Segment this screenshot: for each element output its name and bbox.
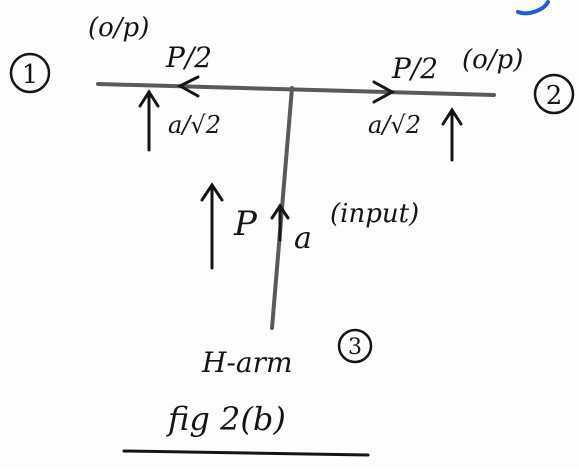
port-3-amplitude-arrow-icon	[270, 203, 290, 242]
port-1-up-arrow-icon	[138, 89, 160, 152]
port-2-wave-label: P/2	[391, 52, 438, 85]
caption-underline	[122, 449, 370, 457]
port-3-marker: 3	[337, 328, 373, 364]
port-3-input-tag: (input)	[330, 199, 419, 229]
figure-caption: fig 2(b)	[166, 400, 286, 438]
port-3-power-arrow-icon	[200, 182, 224, 270]
port-1-marker: 1	[9, 52, 51, 94]
port-1-wave-arrow-icon	[176, 75, 200, 98]
port-3-amplitude-label: a	[294, 221, 312, 256]
port-2-wave-arrow-icon	[372, 80, 396, 104]
port-1-wave-label: P/2	[165, 41, 212, 74]
port-1-amplitude-label: a/√2	[168, 111, 221, 139]
port-2-marker: 2	[533, 73, 575, 115]
port-2-up-arrow-icon	[441, 107, 463, 162]
port-3-number: 3	[348, 335, 362, 360]
port-2-number: 2	[546, 81, 563, 111]
port-3-wave-label: P	[233, 204, 258, 244]
port-1-number: 1	[22, 60, 39, 90]
horizontal-arm	[96, 82, 496, 97]
h-arm-label: H-arm	[201, 346, 293, 379]
corner-mark	[516, 0, 550, 16]
port-2-tag: (o/p)	[462, 45, 523, 75]
port-1-tag: (o/p)	[88, 13, 149, 43]
port-2-amplitude-label: a/√2	[368, 111, 421, 139]
